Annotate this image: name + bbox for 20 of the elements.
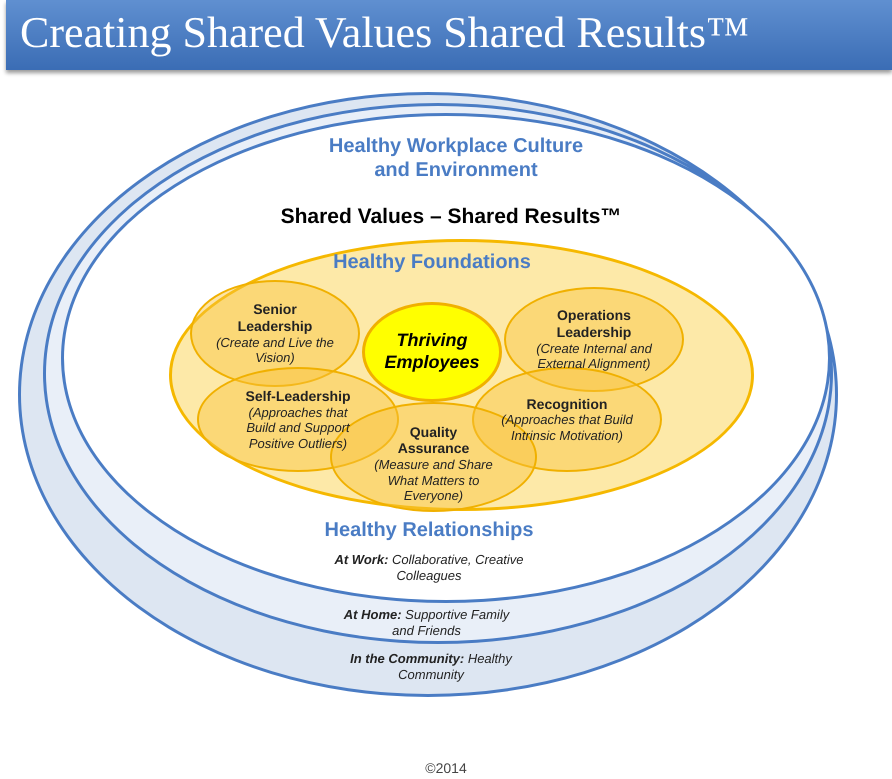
center-label: Thriving Employees [383, 330, 481, 374]
petal-description: (Create Internal and External Alignment) [535, 340, 654, 372]
petal-description: (Approaches that Build and Support Positive Outliers) [245, 404, 351, 452]
home-text: At Home: Supportive Family and Friends [342, 607, 511, 638]
petal-heading: Senior Leadership [236, 301, 314, 335]
section-heading: Healthy Foundations [332, 250, 532, 274]
section-heading: Healthy Relationships [324, 518, 534, 542]
community-text: In the Community: Healthy Community [349, 651, 514, 682]
section-heading: Healthy Workplace Culture and Environment [328, 134, 584, 182]
diagram-subtitle: Shared Values – Shared Results™ [280, 204, 622, 230]
petal-heading: Operations Leadership [556, 307, 632, 341]
petal-heading: Recognition [526, 396, 608, 412]
petal-heading: Quality Assurance [396, 424, 470, 458]
work-text: At Work: Collaborative, Creative Colleagues [334, 552, 524, 584]
petal-heading: Self-Leadership [245, 388, 351, 404]
copyright-note: ©2014 [424, 760, 468, 776]
petal-description: (Approaches that Build Intrinsic Motivation) [500, 412, 634, 444]
title-banner: Creating Shared Values Shared Results™ [6, 0, 892, 70]
petal-description: (Measure and Share What Matters to Everyone) [373, 457, 494, 504]
petal-description: (Create and Live the Vision) [215, 334, 335, 366]
